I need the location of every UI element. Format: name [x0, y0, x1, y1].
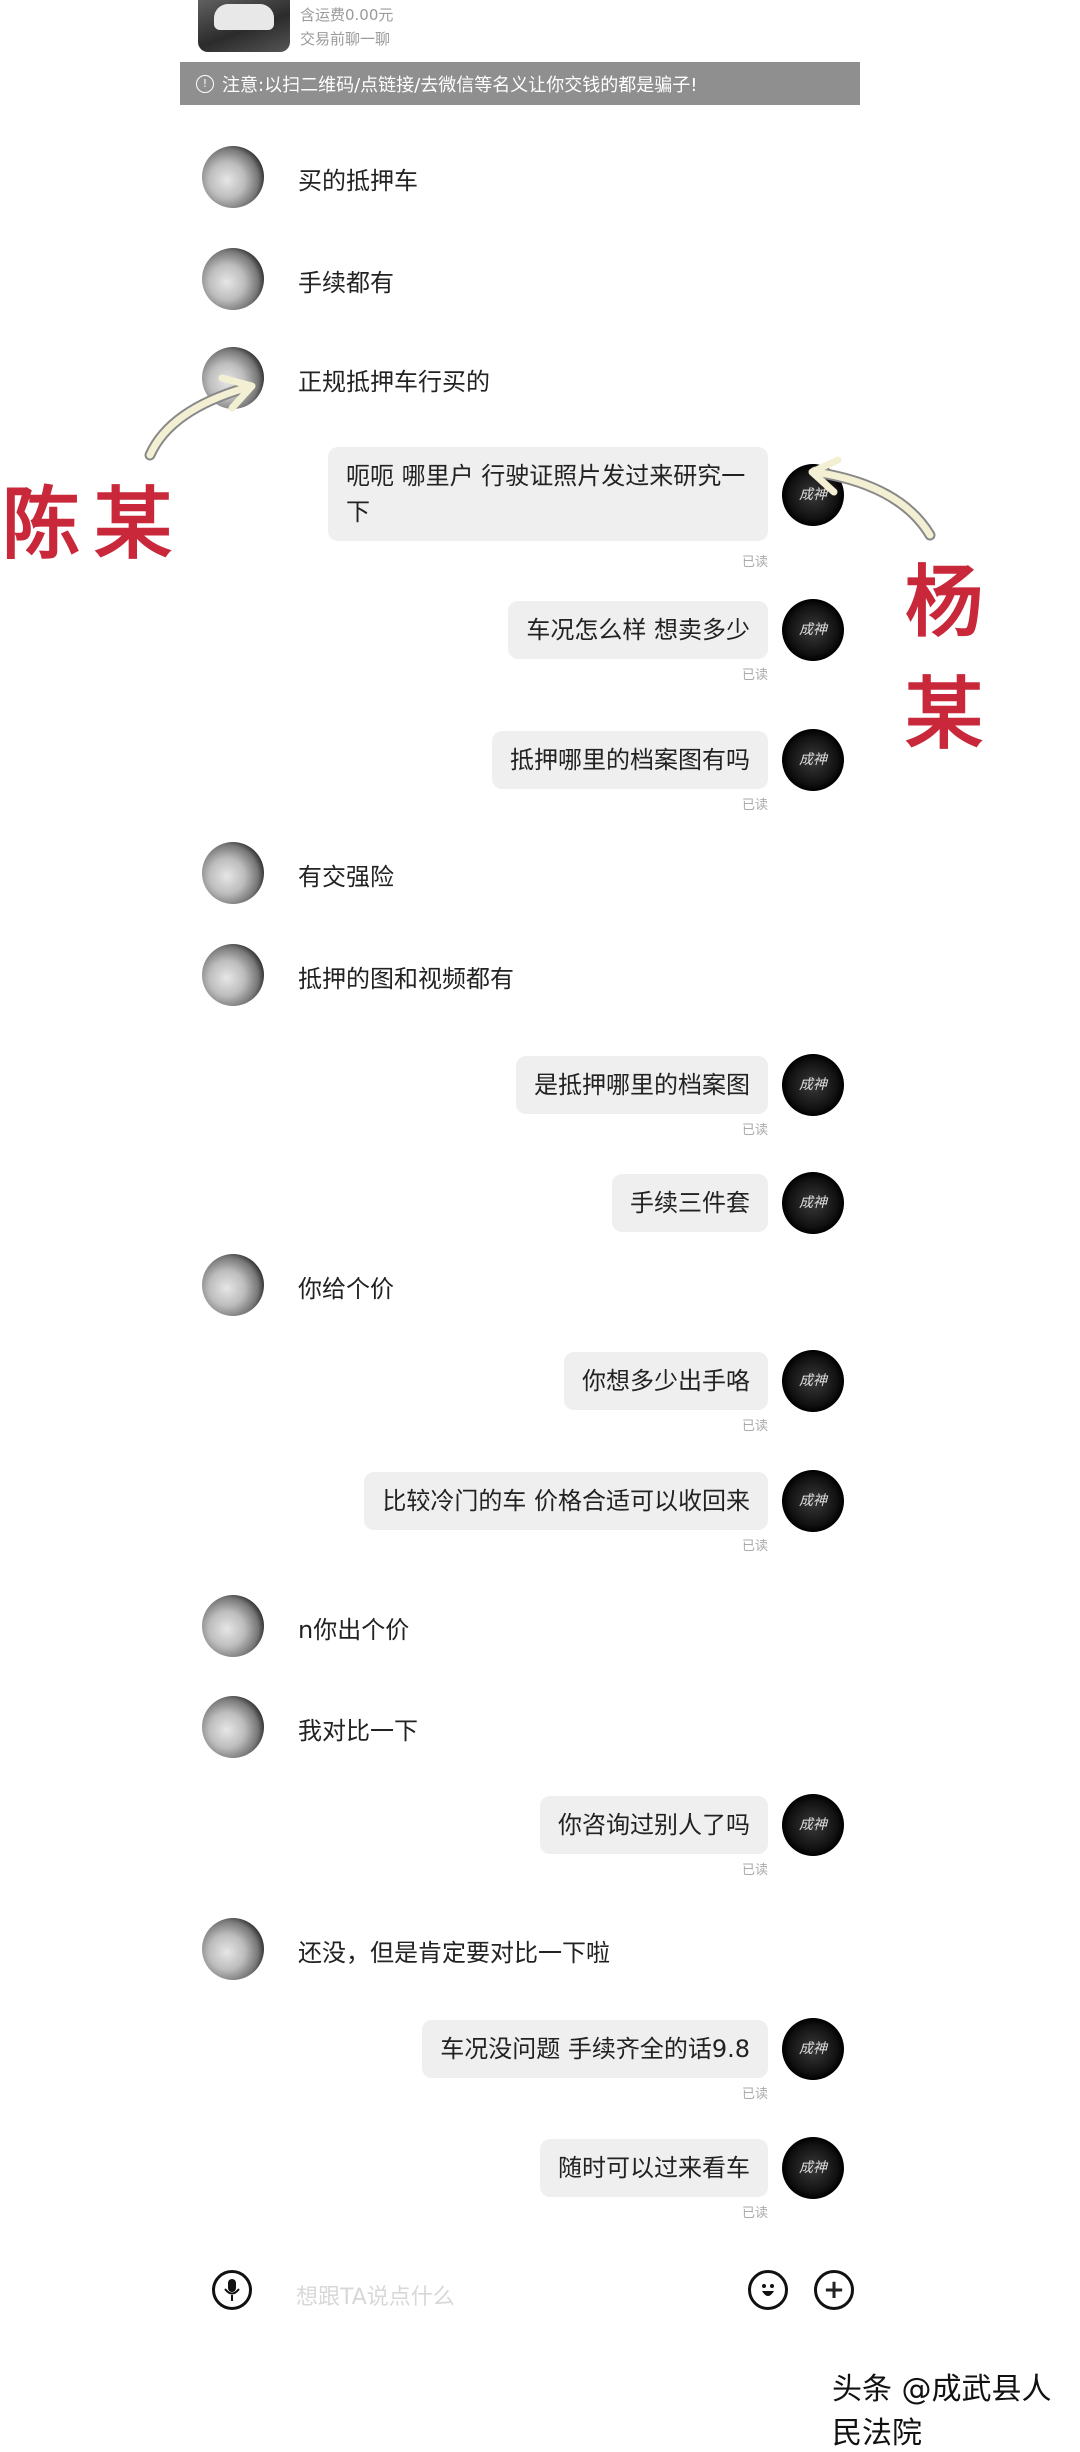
avatar-yang[interactable]: 成神 — [782, 1172, 844, 1234]
avatar-chen[interactable] — [202, 842, 264, 904]
read-status: 已读 — [741, 2087, 768, 2102]
info-circle-icon: ! — [196, 74, 214, 93]
avatar-chen[interactable] — [202, 944, 264, 1006]
message-sent: 你想多少出手咯 — [564, 1352, 768, 1410]
message-sent: 比较冷门的车 价格合适可以收回来 — [364, 1472, 768, 1530]
avatar-chen[interactable] — [202, 1254, 264, 1316]
avatar-text: 成神 — [799, 2160, 827, 2176]
message-sent: 手续三件套 — [612, 1174, 768, 1232]
avatar-yang[interactable]: 成神 — [782, 1794, 844, 1856]
label-yang: 杨某 — [905, 558, 998, 760]
message-received: 正规抵押车行买的 — [298, 368, 490, 396]
avatar-yang[interactable]: 成神 — [782, 1470, 844, 1532]
arrow-to-chen — [144, 382, 251, 461]
avatar-text: 成神 — [799, 752, 827, 768]
message-received: 抵押的图和视频都有 — [298, 965, 514, 993]
read-status: 已读 — [741, 668, 768, 683]
read-status: 已读 — [741, 798, 768, 813]
avatar-chen[interactable] — [202, 1696, 264, 1758]
shipping-fee: 含运费0.00元 — [300, 6, 394, 24]
warning-text: 注意:以扫二维码/点链接/去微信等名义让你交钱的都是骗子! — [222, 74, 698, 96]
message-received: 买的抵押车 — [298, 167, 418, 195]
avatar-yang[interactable]: 成神 — [782, 599, 844, 661]
arrow-to-yang — [809, 466, 936, 541]
message-sent: 车况怎么样 想卖多少 — [508, 601, 768, 659]
annotation-arrows — [144, 374, 936, 541]
message-received: 还没，但是肯定要对比一下啦 — [298, 1939, 610, 1967]
avatar-chen[interactable] — [202, 1918, 264, 1980]
read-status: 已读 — [741, 1419, 768, 1434]
message-sent: 呃呃 哪里户 行驶证照片发过来研究一下 — [328, 447, 768, 541]
read-status: 已读 — [741, 2206, 768, 2221]
avatar-yang[interactable]: 成神 — [782, 2137, 844, 2199]
avatar-text: 成神 — [799, 487, 827, 503]
emoji-icon[interactable] — [748, 2270, 788, 2310]
chat-hint: 交易前聊一聊 — [300, 30, 391, 48]
message-sent: 车况没问题 手续齐全的话9.8 — [422, 2020, 768, 2078]
message-received: n你出个价 — [298, 1616, 410, 1644]
product-thumbnail[interactable] — [198, 0, 290, 52]
label-chen: 陈某 — [2, 480, 187, 570]
read-status: 已读 — [741, 1863, 768, 1878]
message-sent: 你咨询过别人了吗 — [540, 1796, 768, 1854]
read-status: 已读 — [741, 1123, 768, 1138]
message-received: 有交强险 — [298, 863, 394, 891]
message-received: 手续都有 — [298, 269, 394, 297]
message-sent: 抵押哪里的档案图有吗 — [492, 731, 768, 789]
plus-icon[interactable]: + — [814, 2270, 854, 2310]
avatar-yang[interactable]: 成神 — [782, 729, 844, 791]
avatar-yang[interactable]: 成神 — [782, 1054, 844, 1116]
avatar-text: 成神 — [799, 1195, 827, 1211]
microphone-icon[interactable] — [212, 2270, 252, 2310]
avatar-chen[interactable] — [202, 1595, 264, 1657]
read-status: 已读 — [741, 1539, 768, 1554]
watermark: 头条 @成武县人民法院 — [832, 2372, 1052, 2451]
message-received: 你给个价 — [298, 1275, 394, 1303]
read-status: 已读 — [741, 555, 768, 570]
avatar-text: 成神 — [799, 1493, 827, 1509]
avatar-yang[interactable]: 成神 — [782, 2018, 844, 2080]
avatar-text: 成神 — [799, 1077, 827, 1093]
avatar-chen[interactable] — [202, 146, 264, 208]
avatar-text: 成神 — [799, 1817, 827, 1833]
message-received: 我对比一下 — [298, 1717, 418, 1745]
avatar-text: 成神 — [799, 1373, 827, 1389]
car-image — [214, 4, 274, 30]
message-sent: 是抵押哪里的档案图 — [516, 1056, 768, 1114]
message-input[interactable]: 想跟TA说点什么 — [296, 2285, 455, 2310]
warning-banner: ! 注意:以扫二维码/点链接/去微信等名义让你交钱的都是骗子! — [180, 62, 860, 105]
avatar-text: 成神 — [799, 622, 827, 638]
message-sent: 随时可以过来看车 — [540, 2139, 768, 2197]
avatar-chen[interactable] — [202, 248, 264, 310]
avatar-text: 成神 — [799, 2041, 827, 2057]
avatar-yang[interactable]: 成神 — [782, 1350, 844, 1412]
